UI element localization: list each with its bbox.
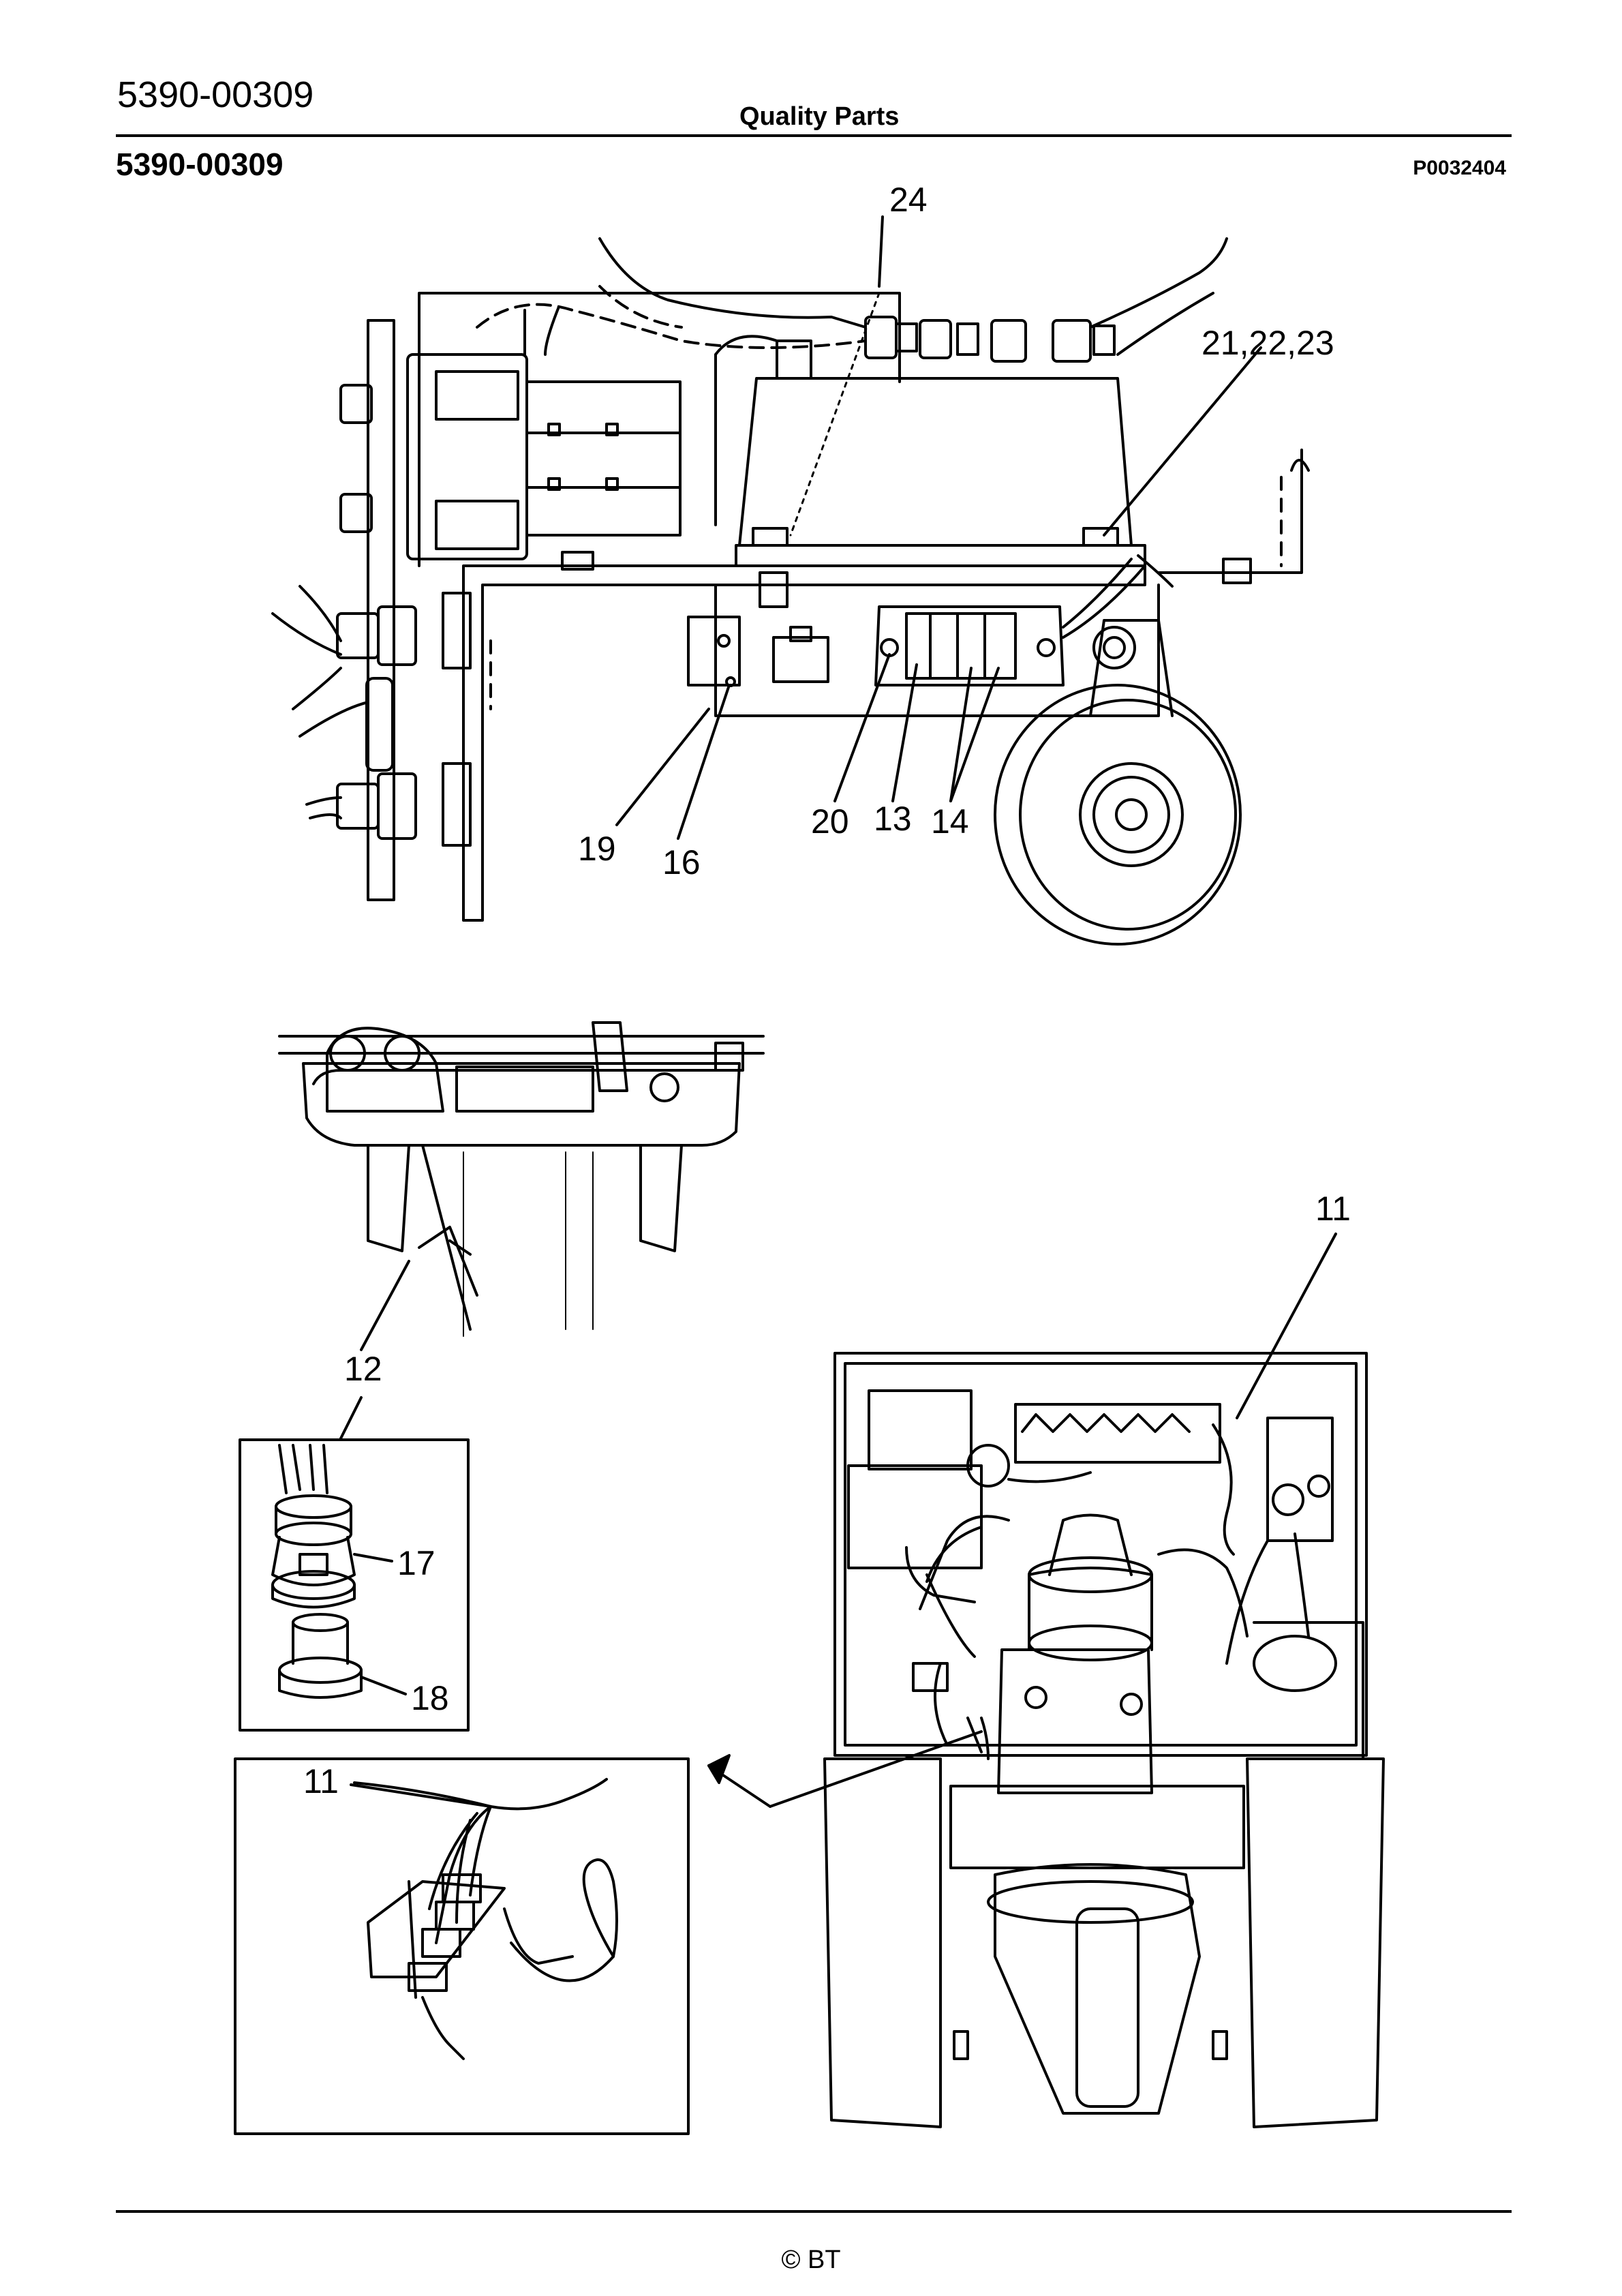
contactor-terminals — [525, 380, 682, 537]
leader-12-lower — [339, 1396, 363, 1440]
figure-reference: P0032404 — [1413, 157, 1506, 179]
leader-20 — [833, 653, 891, 802]
section-number: 5390-00309 — [116, 147, 284, 182]
contactor-unit — [868, 1389, 973, 1470]
header-title: Quality Parts — [739, 102, 900, 131]
controller-top — [1014, 1403, 1221, 1464]
contactor-panel-assembly — [271, 237, 1310, 946]
leader-21-22-23 — [1103, 346, 1262, 537]
wiring-detail — [353, 1778, 618, 2060]
callout-19: 19 — [578, 830, 616, 868]
callout-24: 24 — [889, 181, 928, 219]
contactor-left — [406, 353, 528, 560]
callout-16: 16 — [662, 843, 701, 881]
callout-17: 17 — [397, 1544, 435, 1582]
header-rule — [116, 134, 1512, 137]
terminal-block — [874, 605, 1065, 686]
footer-copyright: © BT — [781, 2246, 841, 2274]
leader-14a — [949, 667, 973, 802]
callout-21-22-23: 21,22,23 — [1202, 324, 1334, 362]
front-plate — [949, 1785, 1245, 1869]
leader-17 — [353, 1553, 393, 1562]
leader-12 — [360, 1260, 410, 1351]
leader-11-inset — [350, 1783, 492, 1808]
callout-14: 14 — [931, 802, 969, 841]
drive-wheel — [994, 1863, 1201, 2115]
right-cover — [1246, 1757, 1385, 2128]
leader-24-dotted — [789, 292, 881, 537]
callout-11-top: 11 — [1315, 1190, 1351, 1228]
callout-12: 12 — [344, 1350, 382, 1388]
connector-parts — [271, 1444, 363, 1699]
valve-block — [1266, 1417, 1334, 1542]
horn — [994, 619, 1242, 946]
leader-14b — [949, 667, 1000, 802]
wiring-inset — [234, 1757, 690, 2135]
callout-18: 18 — [411, 1679, 449, 1717]
header-part-number: 5390-00309 — [117, 74, 314, 115]
leader-19 — [615, 708, 710, 826]
connector-inset — [239, 1438, 470, 1732]
callout-11-inset: 11 — [303, 1762, 339, 1800]
leader-11-top — [1236, 1233, 1337, 1419]
truck-chassis — [823, 1352, 1385, 2128]
callout-13: 13 — [874, 800, 912, 838]
footer-rule — [116, 2210, 1512, 2213]
leader-16 — [677, 684, 731, 840]
tiller-head — [278, 1021, 765, 1337]
left-cover — [823, 1757, 942, 2128]
leader-13 — [891, 663, 918, 802]
controller-box — [738, 377, 1133, 547]
pointer-arrowhead — [707, 1754, 731, 1784]
leader-18 — [360, 1676, 407, 1695]
motor-housing — [997, 1648, 1153, 1794]
leader-24 — [878, 215, 884, 288]
mounting-plate — [367, 319, 395, 901]
callout-20: 20 — [811, 802, 849, 841]
